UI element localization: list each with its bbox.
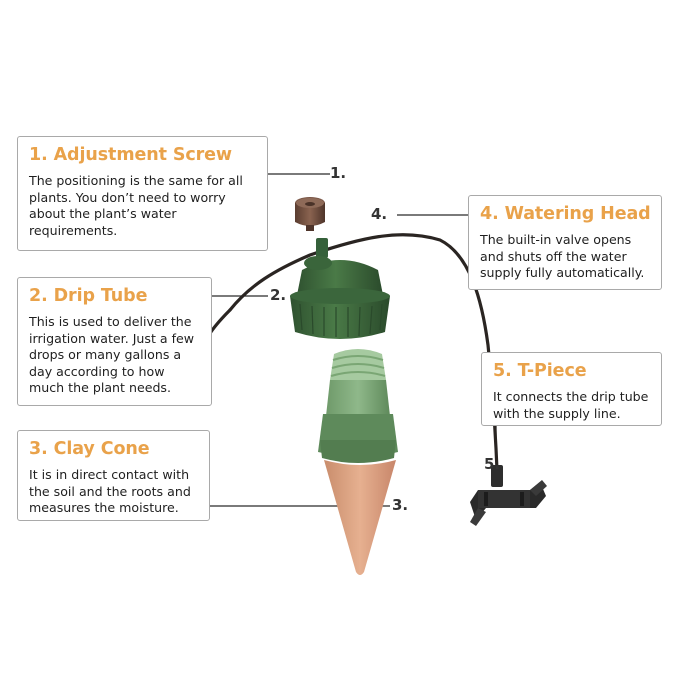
callout-title: 2. Drip Tube: [29, 286, 148, 306]
marker-4: 4.: [371, 205, 388, 223]
callout-t-piece: 5. T-Piece It connects the drip tube wit…: [481, 352, 662, 426]
callout-clay-cone: 3. Clay Cone It is in direct contact wit…: [17, 430, 210, 521]
marker-2: 2.: [270, 286, 287, 304]
clay-cone-illustration: [324, 460, 396, 575]
callout-text: The positioning is the same for all plan…: [29, 173, 243, 238]
callout-adjustment-screw: 1. Adjustment Screw The positioning is t…: [17, 136, 268, 251]
callout-title: 1. Adjustment Screw: [29, 145, 232, 165]
callout-drip-tube: 2. Drip Tube This is used to deliver the…: [17, 277, 212, 406]
callout-text: It connects the drip tube with the suppl…: [493, 389, 649, 421]
watering-head-illustration: [290, 238, 390, 339]
adjustment-screw-illustration: [295, 197, 325, 231]
callout-watering-head: 4. Watering Head The built-in valve open…: [468, 195, 662, 290]
marker-1: 1.: [330, 164, 347, 182]
callout-text: It is in direct contact with the soil an…: [29, 467, 191, 515]
callout-title: 5. T-Piece: [493, 361, 587, 381]
callout-title: 3. Clay Cone: [29, 439, 150, 459]
callout-title: 4. Watering Head: [480, 204, 651, 224]
t-piece-illustration: [470, 465, 547, 526]
marker-3: 3.: [392, 496, 409, 514]
callout-text: The built-in valve opens and shuts off t…: [480, 232, 645, 280]
callout-text: This is used to deliver the irrigation w…: [29, 314, 195, 395]
transparent-body-illustration: [318, 349, 398, 463]
marker-5: 5.: [484, 455, 501, 473]
